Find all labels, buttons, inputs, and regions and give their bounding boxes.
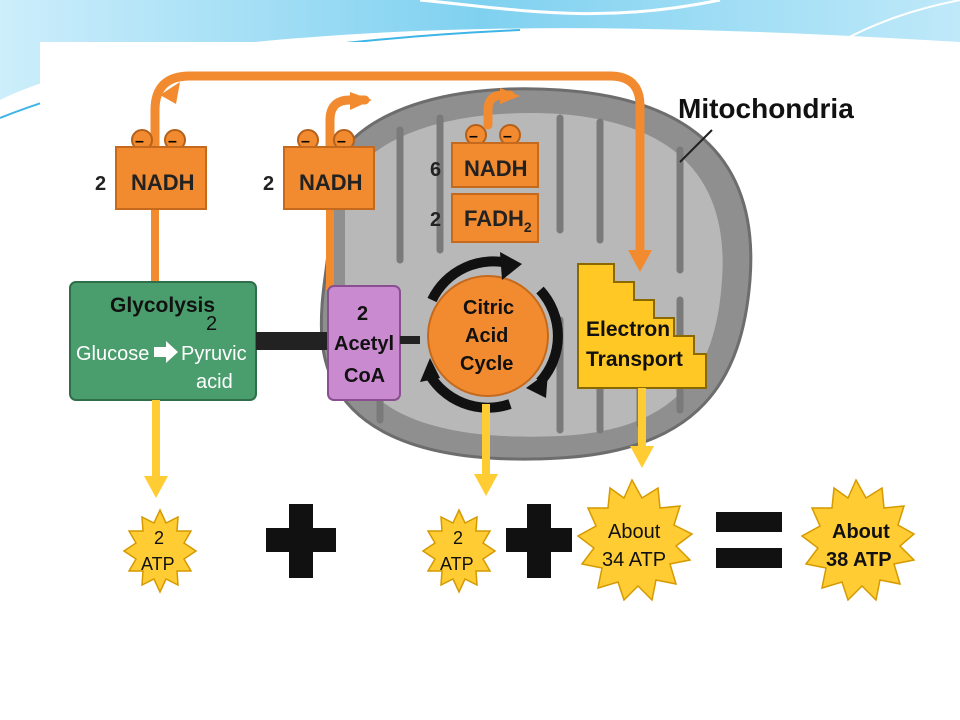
atp-arrows [144, 388, 654, 498]
arrow-heads [160, 82, 652, 272]
nadh-label-3: NADH [464, 156, 528, 181]
electron-line2: Transport [586, 348, 683, 371]
svg-text:FADH2: FADH2 [464, 206, 532, 235]
glucose-arrow-icon [154, 341, 178, 363]
svg-text:–: – [337, 133, 346, 150]
svg-text:–: – [301, 133, 310, 150]
total-line2: 38 ATP [826, 549, 892, 571]
atp2-line2: ATP [440, 554, 474, 574]
nadh-box-glycolysis: – – 2 NADH [95, 129, 207, 210]
electron-transport-box: Electron Transport [577, 263, 707, 389]
glycolysis-box: Glycolysis 2 Glucose Pyruvic acid [69, 281, 257, 401]
pyruvate-connector [256, 332, 328, 350]
acetyl-coa-box: 2 Acetyl CoA [327, 285, 401, 401]
plus-icon [266, 504, 336, 578]
starburst-icon [122, 508, 198, 594]
atp1-line2: ATP [141, 554, 175, 574]
total-line1: About [832, 521, 890, 543]
atp-burst-electron: About 34 ATP [576, 478, 694, 602]
nadh-label-2: NADH [299, 170, 363, 195]
glycolysis-two: 2 [206, 313, 217, 335]
plus-icon [506, 504, 572, 578]
citric-line3: Cycle [460, 353, 513, 375]
nadh-count-1: 2 [95, 173, 106, 195]
fadh-count: 2 [430, 209, 441, 231]
atp-burst-citric: 2 ATP [421, 508, 497, 594]
atp3-line2: 34 ATP [602, 549, 666, 571]
svg-text:–: – [469, 128, 478, 145]
nadh-count-3: 6 [430, 159, 441, 181]
atp-burst-total: About 38 ATP [800, 478, 916, 602]
svg-text:–: – [168, 133, 177, 150]
nadh-box-acetyl: – – 2 NADH [263, 129, 375, 210]
fadh-label: FADH [464, 206, 524, 231]
atp1-line1: 2 [154, 528, 164, 548]
fadh2-box: 2 FADH2 [430, 193, 539, 243]
glucose-label: Glucose [76, 343, 149, 365]
glycolysis-title: Glycolysis [110, 294, 215, 317]
svg-text:–: – [503, 128, 512, 145]
citric-line1: Citric [463, 297, 514, 319]
atp3-line1: About [608, 521, 661, 543]
electron-line1: Electron [586, 318, 670, 341]
nadh-box-citric: – – 6 NADH [430, 124, 539, 188]
nadh-count-2: 2 [263, 173, 274, 195]
acetyl-line3: CoA [344, 365, 385, 387]
equals-icon [716, 512, 782, 568]
citric-line2: Acid [465, 325, 508, 347]
mitochondria-title: Mitochondria [678, 93, 854, 124]
starburst-icon [800, 478, 916, 602]
starburst-icon [421, 508, 497, 594]
acid-label: acid [196, 371, 233, 393]
nadh-label-1: NADH [131, 170, 195, 195]
atp-burst-glycolysis: 2 ATP [122, 508, 198, 594]
acetyl-line1: 2 [357, 303, 368, 325]
citric-acid-cycle: Citric Acid Cycle [420, 252, 563, 413]
svg-text:–: – [135, 133, 144, 150]
pyruvic-label: Pyruvic [181, 343, 247, 365]
fadh-subscript: 2 [524, 219, 532, 235]
starburst-icon [576, 478, 694, 602]
atp2-line1: 2 [453, 528, 463, 548]
acetyl-line2: Acetyl [334, 333, 394, 355]
